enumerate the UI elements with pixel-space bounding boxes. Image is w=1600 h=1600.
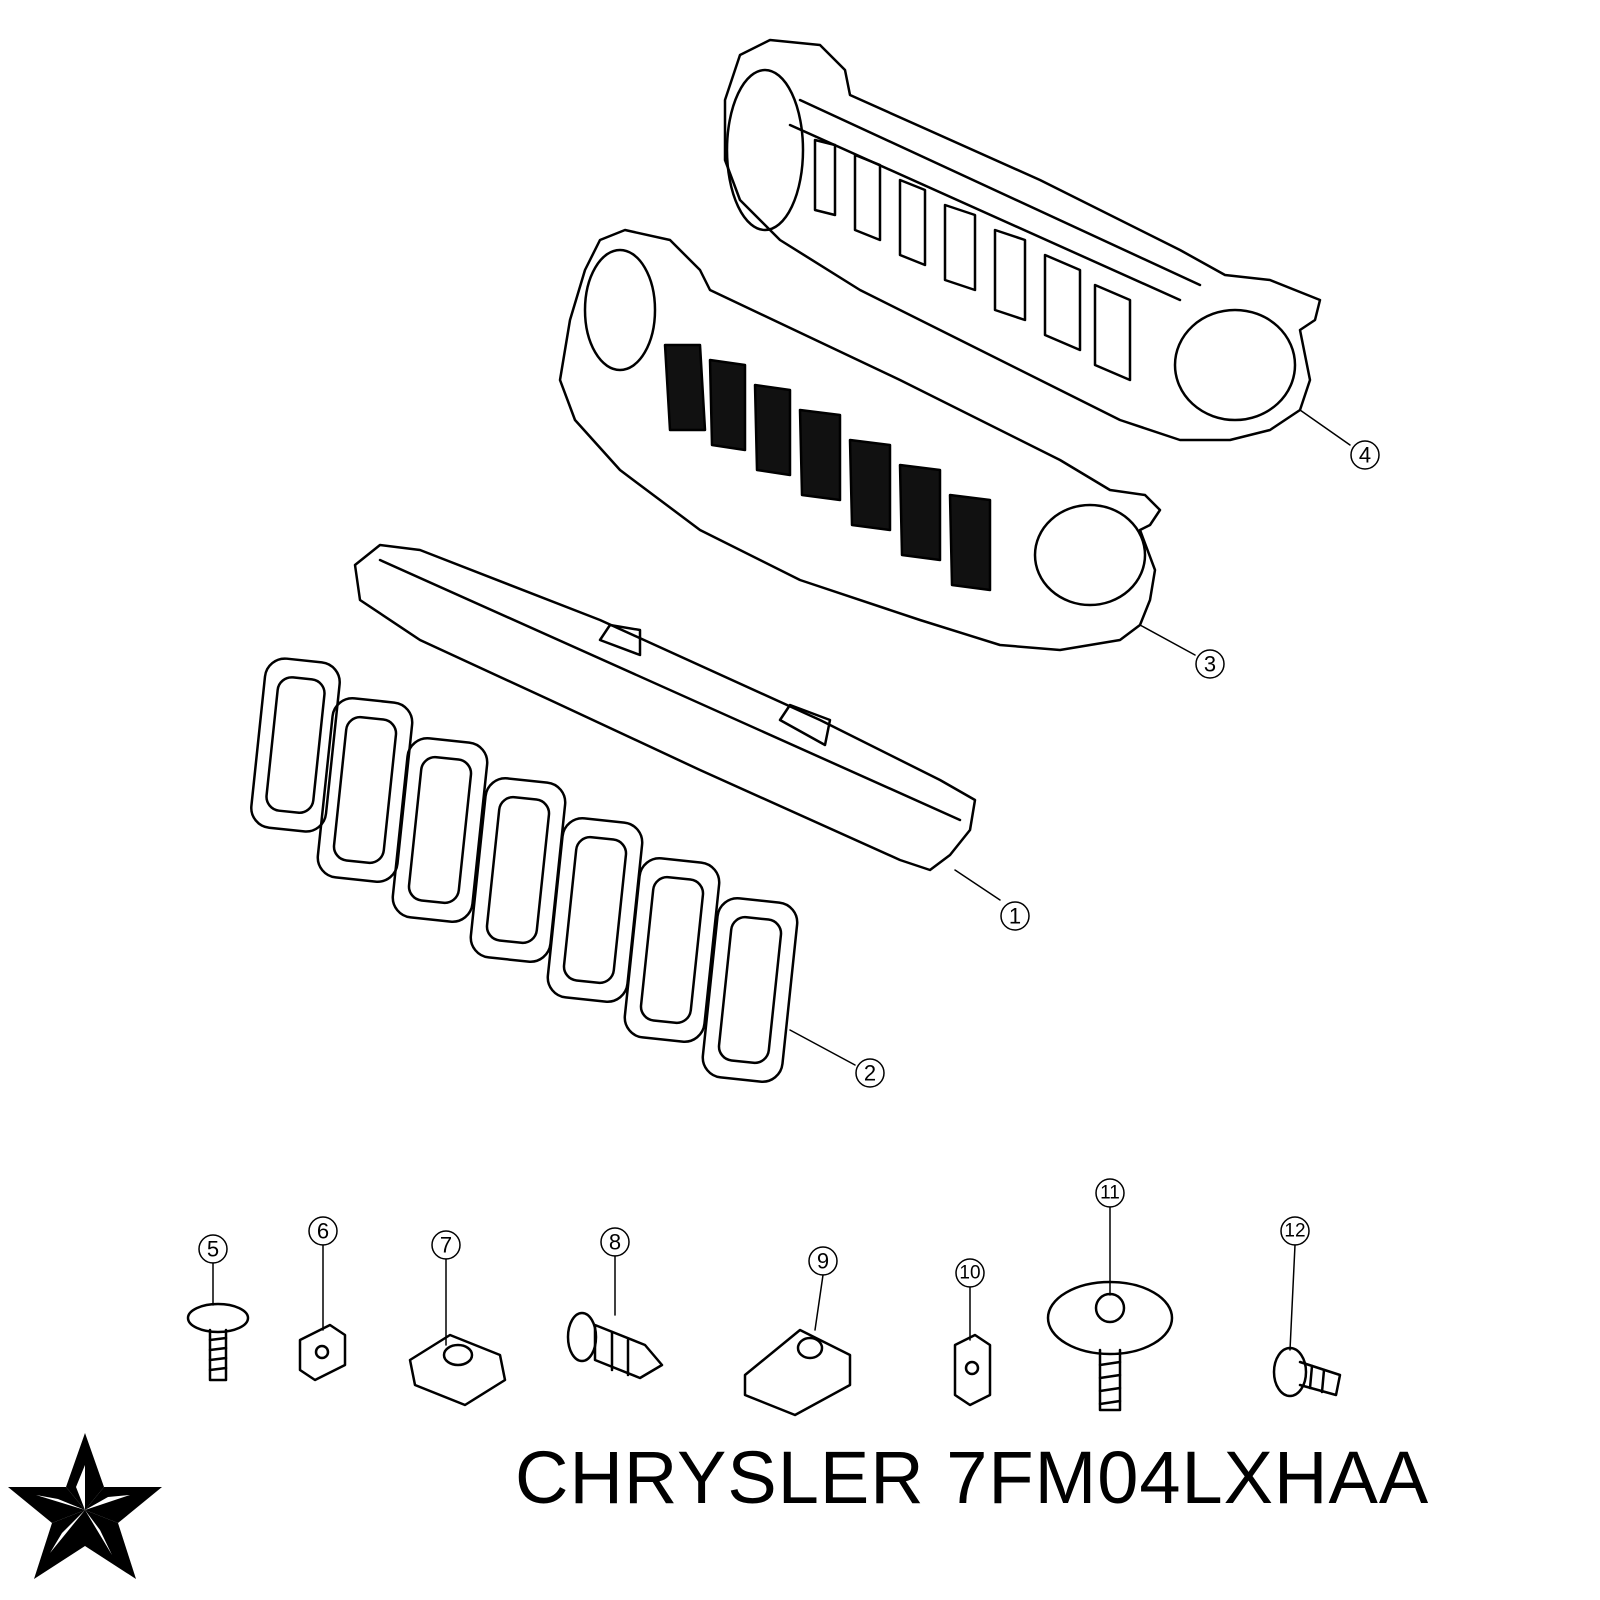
callout-label-8: 8 [609, 1230, 621, 1255]
callout-label-3: 3 [1204, 652, 1216, 677]
support-bracket [353, 543, 977, 872]
callout-circles [198, 440, 1380, 1288]
grille-assembly [558, 228, 1162, 652]
hardware-u-nut-9 [743, 1328, 852, 1417]
grille-openings [663, 343, 992, 592]
callout-label-1: 1 [1009, 904, 1021, 929]
part-number: 7FM04LXHAA [946, 1436, 1430, 1519]
hardware-clip-6 [298, 1323, 347, 1382]
leader-lines [212, 409, 1351, 1351]
callout-label-5: 5 [207, 1237, 219, 1262]
hardware-push-pin-8 [566, 1311, 664, 1380]
grille-ring-inserts [250, 657, 799, 1083]
brand-name: CHRYSLER [515, 1436, 925, 1519]
chrysler-pentastar-logo-icon [8, 1433, 162, 1579]
hardware-bolt-11 [1046, 1280, 1174, 1412]
hardware-screw-5 [186, 1302, 250, 1382]
hardware-screw-12 [1272, 1346, 1342, 1398]
callout-label-12: 12 [1284, 1221, 1305, 1242]
hardware-nut-7 [408, 1333, 507, 1407]
callout-label-7: 7 [440, 1233, 452, 1258]
callout-label-10: 10 [959, 1263, 980, 1284]
callout-label-6: 6 [317, 1219, 329, 1244]
callout-label-11: 11 [1100, 1183, 1120, 1204]
grille-panel-rear [723, 38, 1322, 442]
hardware-clip-10 [953, 1333, 992, 1407]
part-title: CHRYSLER 7FM04LXHAA [515, 1435, 1429, 1520]
callout-label-9: 9 [817, 1249, 829, 1274]
callout-label-4: 4 [1359, 443, 1371, 468]
callout-label-2: 2 [864, 1061, 876, 1086]
